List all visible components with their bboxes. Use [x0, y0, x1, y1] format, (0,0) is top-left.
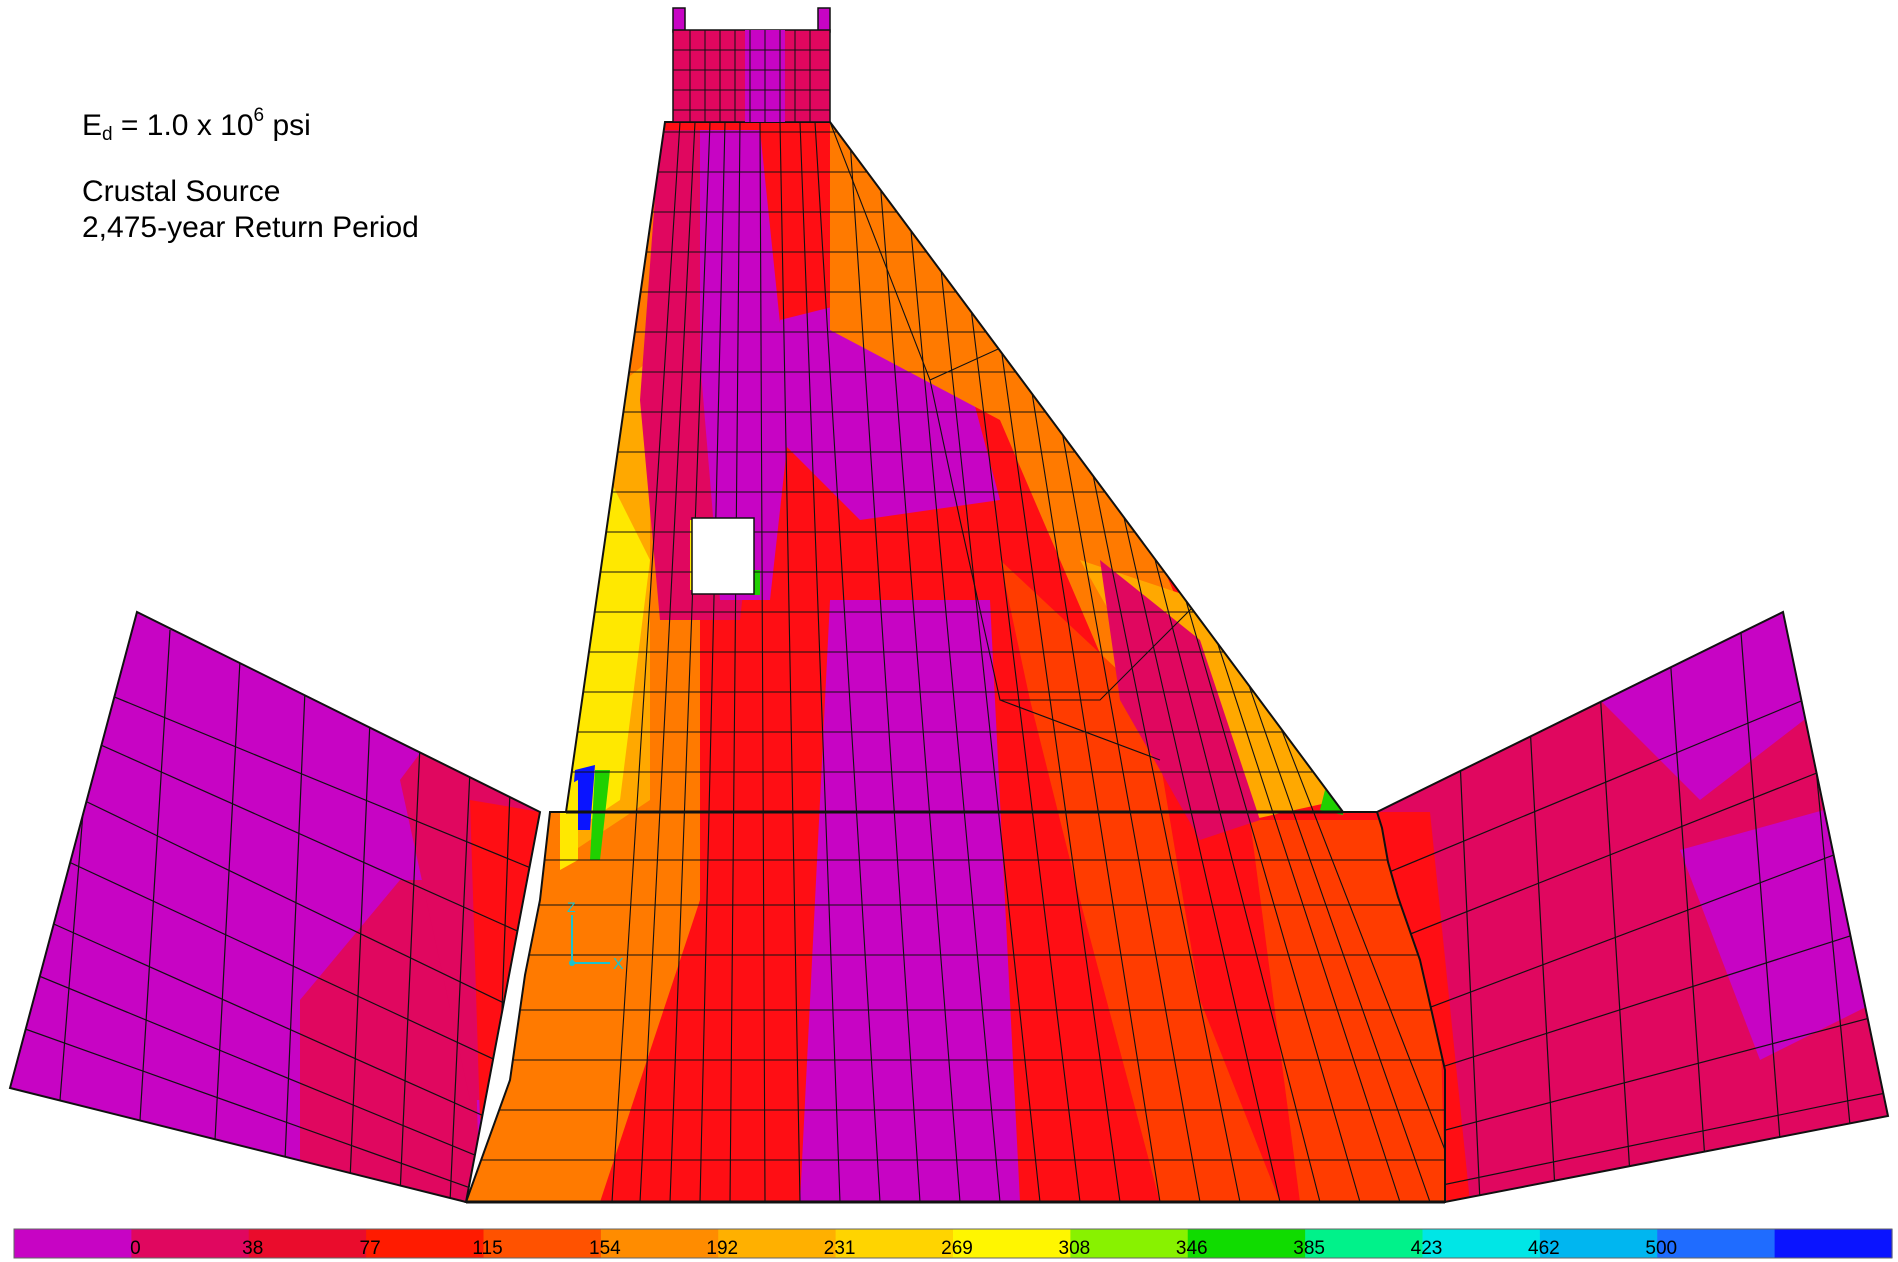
- legend-color-band: [1774, 1229, 1893, 1258]
- right-foundation-mesh: [1377, 612, 1888, 1202]
- legend-color-band: [1070, 1229, 1189, 1258]
- dam-body: [464, 7, 1446, 1204]
- modulus-symbol: E: [82, 109, 103, 142]
- modulus-exponent: 6: [253, 105, 265, 126]
- legend-color-band: [1422, 1229, 1541, 1258]
- legend-tick-label: 423: [1411, 1238, 1443, 1259]
- legend-tick-label: 77: [360, 1238, 381, 1259]
- legend-tick-label: 154: [589, 1238, 621, 1259]
- triad-origin: [569, 960, 575, 966]
- modulus-relation: = 1.0 x 10: [112, 109, 254, 142]
- z-axis-label: Z: [567, 899, 576, 915]
- legend-tick-label: 115: [472, 1238, 502, 1259]
- legend-color-band: [718, 1229, 837, 1258]
- legend-color-band: [953, 1229, 1071, 1258]
- legend-tick-label: 231: [824, 1238, 856, 1259]
- legend-tick-label: 385: [1293, 1238, 1325, 1259]
- legend-color-band: [1187, 1229, 1306, 1258]
- left-foundation-mesh: [10, 612, 540, 1202]
- legend-tick-label: 346: [1176, 1238, 1208, 1259]
- legend-color-band: [1657, 1229, 1776, 1258]
- left-foundation-block: [8, 610, 542, 1204]
- color-scale-legend: 0 38 77 115 154 192 231 269 308 346 385 423 462 500: [13, 1228, 1893, 1259]
- modulus-unit: psi: [264, 109, 311, 142]
- legend-color-band: [131, 1229, 250, 1258]
- legend-tick-label: 0: [130, 1238, 141, 1259]
- return-period-label: 2,475-year Return Period: [82, 211, 419, 244]
- legend-tick-label: 462: [1528, 1238, 1560, 1259]
- legend-color-band: [1539, 1229, 1658, 1258]
- elastic-modulus-label: Ed = 1.0 x 106 psi: [82, 98, 311, 153]
- coordinate-axis-triad: X Z: [567, 899, 624, 973]
- legend-tick-label: 500: [1645, 1238, 1677, 1259]
- legend-color-band: [835, 1229, 954, 1258]
- right-foundation-block: [1375, 610, 1890, 1204]
- legend-color-band: [366, 1229, 485, 1258]
- legend-tick-label: 38: [242, 1238, 263, 1259]
- legend-color-band: [600, 1229, 719, 1258]
- legend-color-band: [14, 1229, 132, 1258]
- legend-tick-label: 308: [1059, 1238, 1091, 1259]
- modulus-subscript: d: [102, 124, 113, 145]
- legend-color-band: [483, 1229, 602, 1258]
- gallery-opening: [691, 517, 755, 595]
- legend-color-band: [1305, 1229, 1424, 1258]
- source-label: Crustal Source: [82, 175, 281, 208]
- parapet-wall: [672, 7, 831, 123]
- legend-color-band: [248, 1229, 367, 1258]
- x-axis-label: X: [613, 956, 624, 973]
- legend-tick-label: 269: [941, 1238, 973, 1259]
- legend-tick-label: 192: [706, 1238, 738, 1259]
